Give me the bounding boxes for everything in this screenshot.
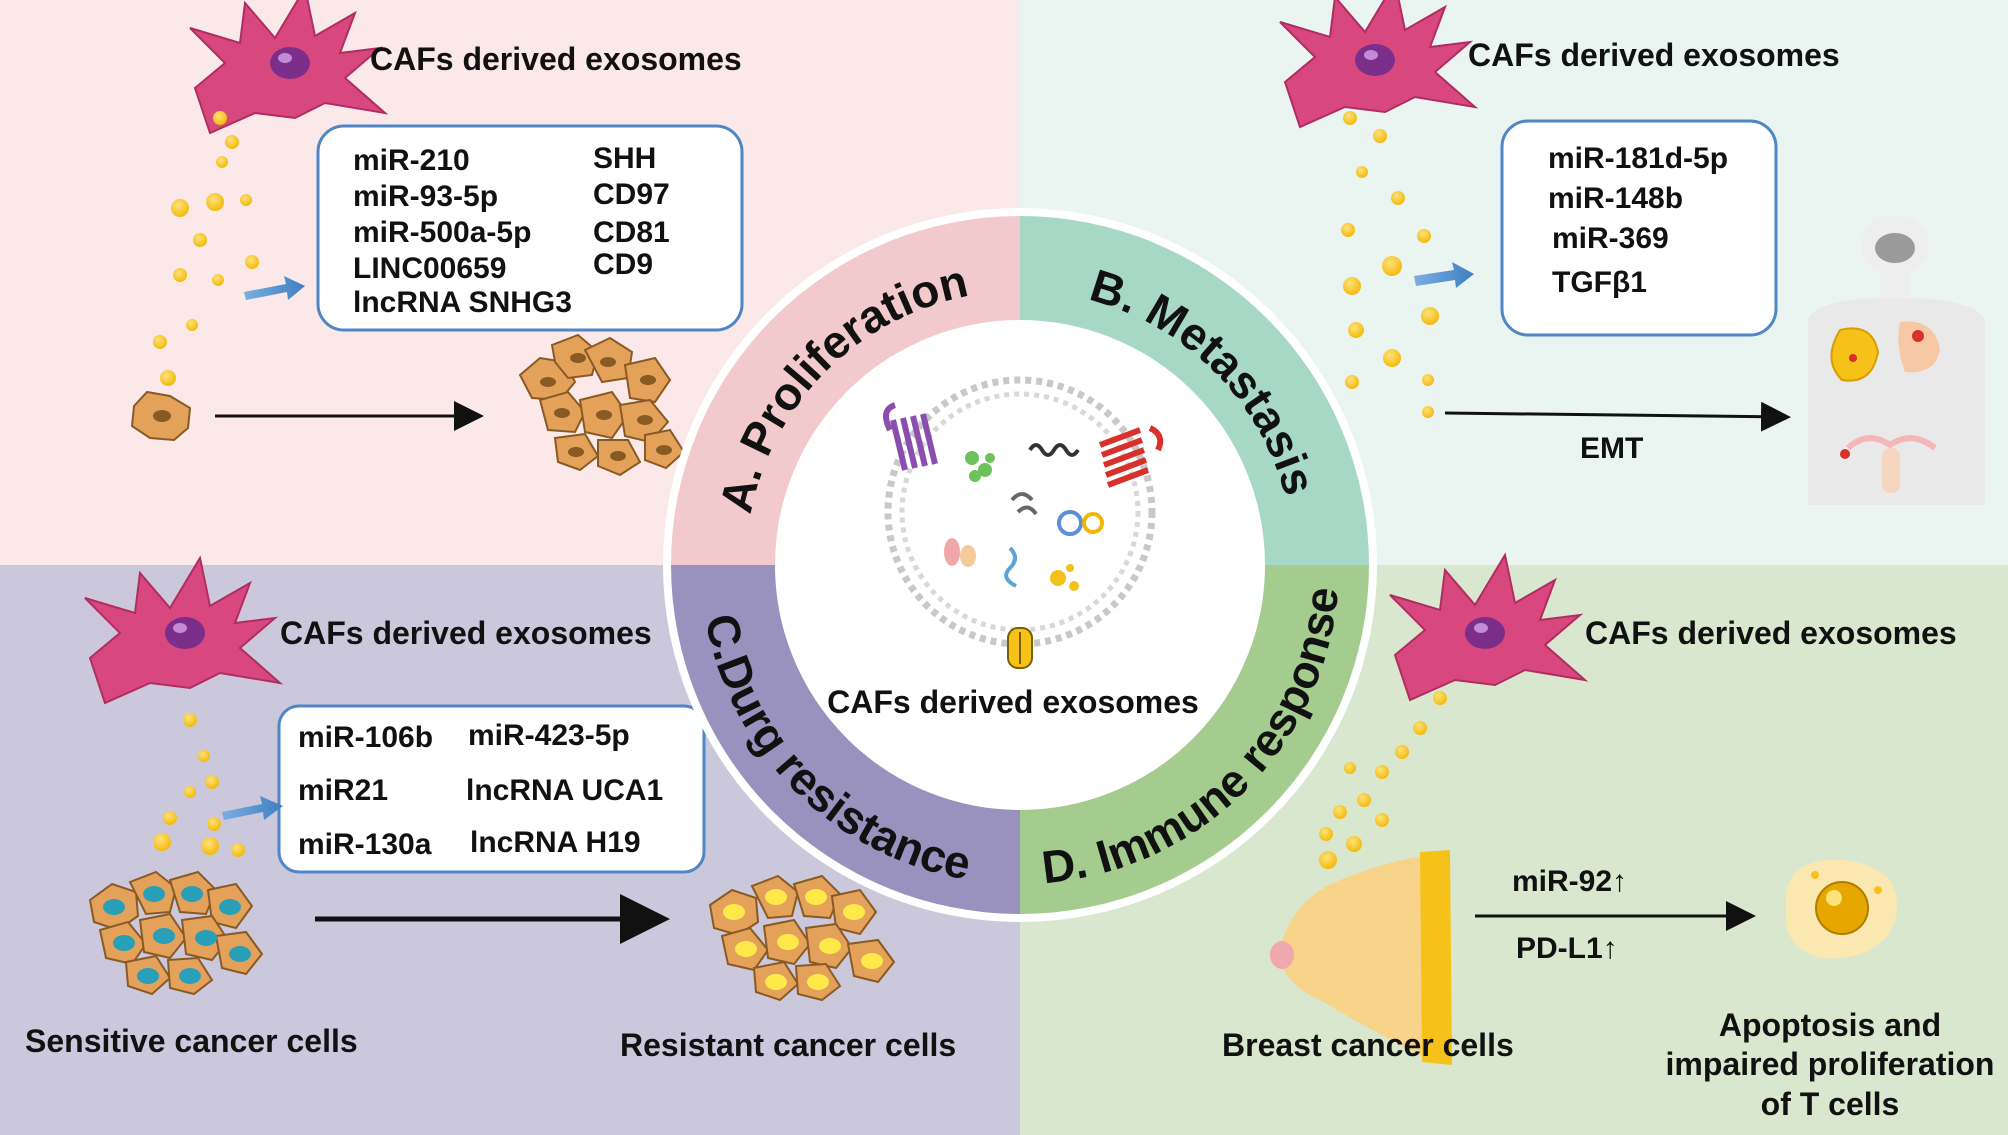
blue-squiggle-icon bbox=[1004, 546, 1017, 588]
purple-receptor-icon bbox=[883, 402, 938, 471]
cargo-item: miR-210 bbox=[353, 144, 470, 177]
emt-arrow bbox=[1444, 401, 1791, 432]
panel-d: CAFs derived exosomes miR-92↑ PD-L1↑ Bre… bbox=[1222, 552, 1995, 1122]
red-receptor-icon bbox=[1098, 425, 1164, 488]
panel-b: CAFs derived exosomes miR-181d-5p miR-14… bbox=[1279, 0, 1985, 505]
caf-cell-icon bbox=[1389, 552, 1589, 702]
sensitive-nuclei bbox=[103, 886, 251, 984]
cargo-item: lncRNA UCA1 bbox=[466, 774, 663, 807]
caf-cell-icon bbox=[1279, 0, 1479, 129]
emt-label: EMT bbox=[1580, 432, 1643, 465]
caf-cell-icon bbox=[189, 0, 389, 135]
cargo-item: miR-500a-5p bbox=[353, 216, 531, 249]
panel-b-header: CAFs derived exosomes bbox=[1468, 37, 1840, 73]
center-label: CAFs derived exosomes bbox=[827, 684, 1199, 720]
single-cancer-cell-icon bbox=[130, 390, 192, 442]
cargo-item: miR-369 bbox=[1552, 222, 1669, 255]
blue-arrow-icon bbox=[244, 276, 305, 300]
exosome-trail bbox=[1319, 691, 1447, 869]
cargo-item: CD9 bbox=[593, 248, 653, 281]
t-cell-caption-line: Apoptosis and bbox=[1719, 1007, 1941, 1043]
caf-cell-icon bbox=[84, 555, 284, 705]
pd-l1-label: PD-L1↑ bbox=[1516, 932, 1618, 965]
panel-a: CAFs derived exosomes miR-210 miR-93-5p … bbox=[130, 0, 744, 477]
cargo-item: CD97 bbox=[593, 178, 670, 211]
central-exosome-icon bbox=[883, 376, 1164, 669]
exosome-trail bbox=[153, 713, 245, 857]
panel-a-header: CAFs derived exosomes bbox=[370, 41, 742, 77]
resistant-nuclei bbox=[723, 889, 883, 990]
cargo-item: miR-181d-5p bbox=[1548, 142, 1728, 175]
exosome-trail bbox=[153, 111, 259, 386]
panel-b-cargo-box bbox=[1500, 119, 1778, 337]
blue-arrow-icon bbox=[222, 796, 283, 820]
human-body-icon bbox=[1808, 215, 1985, 505]
t-cell-caption-line: impaired proliferation bbox=[1666, 1046, 1995, 1082]
cargo-item: miR-93-5p bbox=[353, 180, 498, 213]
central-ring: A. Proliferation B. Metastasis C.Durg re… bbox=[663, 208, 1377, 922]
green-molecule-icon bbox=[965, 451, 995, 482]
cargo-item: miR21 bbox=[298, 774, 388, 807]
blue-arrow-icon bbox=[1414, 262, 1474, 288]
cargo-item: miR-148b bbox=[1548, 182, 1683, 215]
membrane-channel-icon bbox=[1007, 627, 1033, 669]
cargo-item: lncRNA SNHG3 bbox=[353, 286, 572, 319]
breast-cells-caption: Breast cancer cells bbox=[1222, 1027, 1514, 1063]
panel-c-cargo-box bbox=[277, 704, 706, 874]
panel-c: CAFs derived exosomes miR-106b miR21 miR… bbox=[25, 555, 956, 1063]
cargo-item: lncRNA H19 bbox=[470, 826, 641, 859]
breast-cancer-cell-icon bbox=[1270, 850, 1452, 1065]
cargo-item: miR-130a bbox=[298, 828, 432, 861]
t-cell-caption-line: of T cells bbox=[1761, 1086, 1900, 1122]
rna-strand-icon bbox=[1028, 443, 1080, 457]
pink-protein-icon bbox=[944, 538, 976, 567]
dna-strand-icon bbox=[1010, 492, 1038, 516]
cargo-item: CD81 bbox=[593, 216, 670, 249]
panel-c-header: CAFs derived exosomes bbox=[280, 615, 652, 651]
panel-d-header: CAFs derived exosomes bbox=[1585, 615, 1957, 651]
cargo-item: miR-423-5p bbox=[468, 719, 630, 752]
cargo-item: TGFβ1 bbox=[1552, 266, 1647, 299]
sensitive-cells-caption: Sensitive cancer cells bbox=[25, 1023, 358, 1059]
exosome-trail bbox=[1341, 111, 1439, 418]
cargo-item: LINC00659 bbox=[353, 252, 506, 285]
mir-92-label: miR-92↑ bbox=[1512, 865, 1627, 898]
resistant-cells-caption: Resistant cancer cells bbox=[620, 1027, 956, 1063]
panel-a-cargo-box bbox=[316, 124, 744, 332]
t-cell-icon bbox=[1786, 859, 1898, 959]
cargo-item: SHH bbox=[593, 142, 656, 175]
cargo-item: miR-106b bbox=[298, 721, 433, 754]
blue-ring-icons bbox=[1057, 510, 1104, 536]
yellow-dots-icon bbox=[1050, 564, 1079, 591]
